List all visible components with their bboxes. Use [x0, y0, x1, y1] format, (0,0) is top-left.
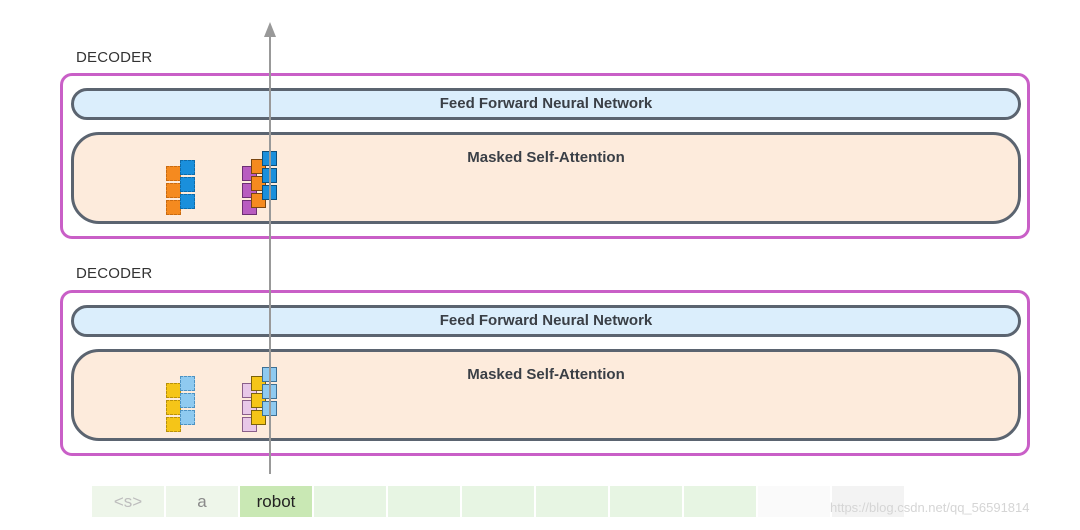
token-cell-current: robot: [240, 486, 312, 517]
masked-self-attention-label-bottom: Masked Self-Attention: [467, 366, 625, 383]
masked-self-attention-label-top: Masked Self-Attention: [467, 149, 625, 166]
ffnn-layer-top: Feed Forward Neural Network: [71, 88, 1021, 120]
token-cell: [832, 486, 904, 517]
watermark: https://blog.csdn.net/qq_56591814: [830, 500, 1030, 515]
token-cell: a: [166, 486, 238, 517]
token-cell: [314, 486, 386, 517]
token-cell: [536, 486, 608, 517]
masked-self-attention-layer-top: Masked Self-Attention: [71, 132, 1021, 224]
token-cell: [462, 486, 534, 517]
ffnn-layer-bottom: Feed Forward Neural Network: [71, 305, 1021, 337]
vector-cell: [180, 410, 195, 425]
vector-cell: [180, 160, 195, 175]
vector-cell: [180, 376, 195, 391]
token-cell: [684, 486, 756, 517]
masked-self-attention-layer-bottom: Masked Self-Attention: [71, 349, 1021, 441]
vector-cell: [180, 194, 195, 209]
token-cell: [388, 486, 460, 517]
decoder-block-bottom: Feed Forward Neural Network Masked Self-…: [60, 290, 1030, 456]
vector-cell: [180, 393, 195, 408]
decoder-label-top: DECODER: [76, 49, 153, 66]
token-cell: [610, 486, 682, 517]
vector-cell: [180, 177, 195, 192]
token-cell: [758, 486, 830, 517]
token-cell: <s>: [92, 486, 164, 517]
decoder-block-top: Feed Forward Neural Network Masked Self-…: [60, 73, 1030, 239]
decoder-label-bottom: DECODER: [76, 265, 153, 282]
